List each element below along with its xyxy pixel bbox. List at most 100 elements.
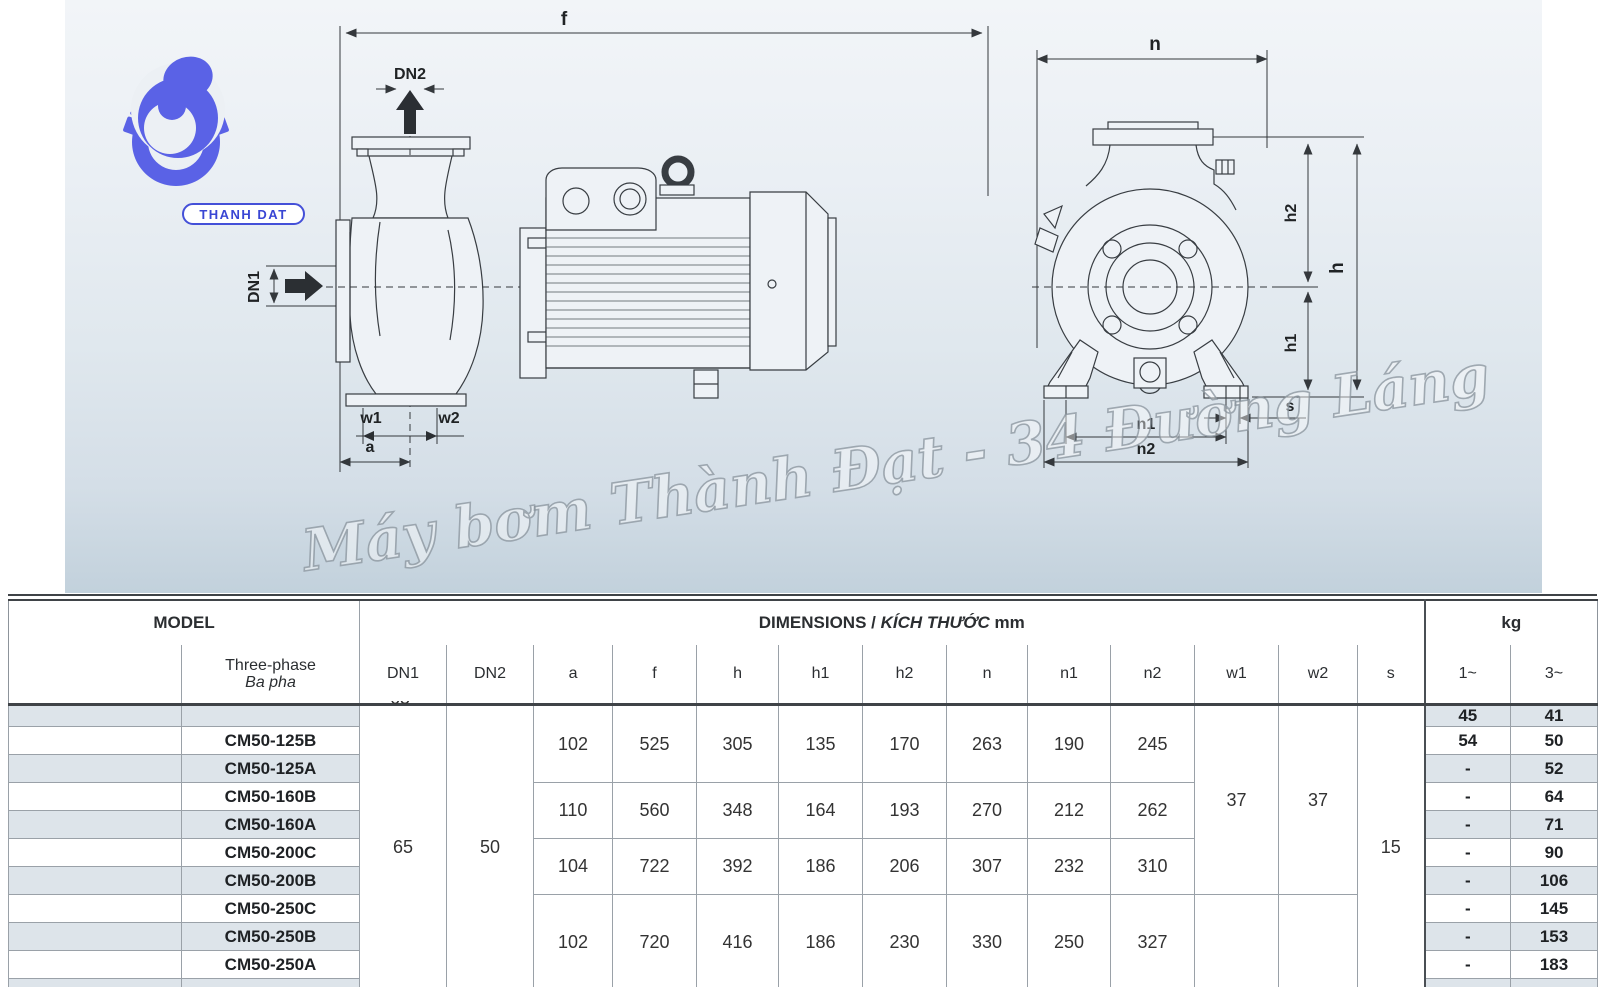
dim-label-n2: n2 (1137, 441, 1156, 458)
dim-cell: 525 (612, 704, 698, 783)
model-cell: CM50-160B (180, 782, 361, 811)
dim-cell: 186 (778, 894, 864, 987)
dim-label-w1: w1 (359, 410, 381, 427)
header-col-h2: h2 (862, 645, 947, 706)
table-row: 65 50 102 525 305 135 170 263 190 245 37… (8, 704, 1599, 987)
dim-cell: 206 (862, 838, 948, 895)
dim-cell: 392 (696, 838, 780, 895)
dim-label-a: a (366, 439, 375, 456)
header-col-dn1: DN1 (359, 645, 447, 706)
table-row: CM50-250B - 153 (8, 922, 1599, 951)
kg1-cell: - (1423, 782, 1512, 811)
dim-cell: 186 (778, 838, 864, 895)
dim-cell: 190 (1027, 704, 1112, 783)
dim-cell: 330 (946, 894, 1029, 987)
model-cell: CM50-250B (180, 922, 361, 951)
kg3-cell: 90 (1510, 838, 1599, 867)
pump-front-view: n (1032, 34, 1364, 468)
dim-cell: 104 (533, 838, 614, 895)
header-col-3ph: 3~ (1510, 645, 1598, 706)
dim-label-dn1: DN1 (246, 271, 263, 303)
header-dimensions-vi: KÍCH THƯỚC (880, 613, 990, 632)
header-three-phase: Three-phase Ba pha (180, 645, 360, 706)
dim-cell: 270 (946, 782, 1029, 839)
dim-cell: 135 (778, 704, 864, 783)
model-cell: CM50-160A (180, 810, 361, 839)
dim-cell: 305 (696, 704, 780, 783)
table-row: CM50-200B - 106 (8, 866, 1599, 895)
dim-cell: 193 (862, 782, 948, 839)
brand-label: THANH DAT (199, 206, 288, 222)
dim-cell: 245 (1110, 704, 1196, 783)
dimensions-table-wrap: MODEL DIMENSIONS / KÍCH THƯỚC mm kg Thre… (8, 594, 1599, 987)
header-col-n1: n1 (1027, 645, 1111, 706)
model-cell: CM50-250C (180, 894, 361, 923)
header-col-f: f (612, 645, 697, 706)
header-col-1ph: 1~ (1423, 645, 1511, 706)
dim-label-f: f (561, 9, 568, 30)
dim-label-dn2: DN2 (394, 66, 426, 83)
dim-cell: 720 (612, 894, 698, 987)
model-cell: CM50-125A (180, 754, 361, 783)
dim-label-h1: h1 (1283, 334, 1300, 353)
dim-cell: 164 (778, 782, 864, 839)
pump-drawings: f DN2 DN1 (123, 9, 1364, 472)
dn1-cell: 65 (359, 704, 448, 987)
kg3-cell: 153 (1510, 922, 1599, 951)
dim-cell: 232 (1027, 838, 1112, 895)
dim-label-h2: h2 (1283, 204, 1300, 223)
header-col-w2: w2 (1278, 645, 1358, 706)
model-cell (180, 978, 361, 987)
pump-side-view: f DN2 DN1 (246, 9, 989, 472)
header-dimensions-en: DIMENSIONS / (758, 613, 881, 632)
kg1-cell: - (1423, 866, 1512, 895)
header-col-s: s (1357, 645, 1425, 706)
table-row: CM50-200C 104 722 392 186 206 307 232 31… (8, 838, 1599, 895)
kg1-cell: - (1423, 894, 1512, 923)
dim-cell: 110 (533, 782, 614, 839)
kg3-cell: 106 (1510, 866, 1599, 895)
kg1-cell: - (1423, 950, 1512, 979)
kg3-cell (1510, 978, 1599, 987)
header-col-dn2: DN2 (446, 645, 534, 706)
dimensions-table: MODEL DIMENSIONS / KÍCH THƯỚC mm kg Thre… (8, 599, 1599, 987)
dim-cell: 722 (612, 838, 698, 895)
kg1-cell: - (1423, 754, 1512, 783)
model-cell: CM50-125B (180, 726, 361, 755)
kg3-cell: 183 (1510, 950, 1599, 979)
dim-cell: 348 (696, 782, 780, 839)
w1-cell-empty (1194, 894, 1280, 987)
kg1-cell: - (1423, 838, 1512, 867)
kg3-cell: 41 (1510, 704, 1599, 727)
thanh-dat-logo-icon (123, 56, 229, 186)
table-row: CM50-250C 102 720 416 186 230 330 250 32… (8, 894, 1599, 987)
dim-label-h: h (1327, 262, 1348, 274)
dim-cell: 307 (946, 838, 1029, 895)
w2-cell-empty (1278, 894, 1359, 987)
model-cell: CM50-200C (180, 838, 361, 867)
header-blank (8, 645, 182, 706)
header-three-phase-vi: Ba pha (245, 674, 296, 691)
kg1-cell: - (1423, 922, 1512, 951)
clipped-dn1-remnant: 65 (383, 701, 417, 708)
dim-label-w2: w2 (437, 410, 459, 427)
s-cell: 15 (1357, 704, 1426, 987)
kg3-cell: 145 (1510, 894, 1599, 923)
dim-label-n: n (1149, 34, 1161, 55)
header-col-h1: h1 (778, 645, 863, 706)
kg1-cell: 54 (1423, 726, 1512, 755)
dim-cell: 212 (1027, 782, 1112, 839)
dim-cell: 327 (1110, 894, 1196, 987)
header-model: MODEL (8, 600, 360, 645)
dim-cell: 560 (612, 782, 698, 839)
table-row: CM50-160B 110 560 348 164 193 270 212 26… (8, 782, 1599, 839)
kg3-cell: 52 (1510, 754, 1599, 783)
table-row (8, 978, 1599, 987)
table-row: CM50-250A - 183 (8, 950, 1599, 979)
dim-cell: 102 (533, 894, 614, 987)
dim-cell: 310 (1110, 838, 1196, 895)
dim-cell: 170 (862, 704, 948, 783)
header-dimensions: DIMENSIONS / KÍCH THƯỚC mm (359, 600, 1425, 645)
thanh-dat-brand-badge: THANH DAT (182, 203, 305, 225)
dim-cell: 262 (1110, 782, 1196, 839)
